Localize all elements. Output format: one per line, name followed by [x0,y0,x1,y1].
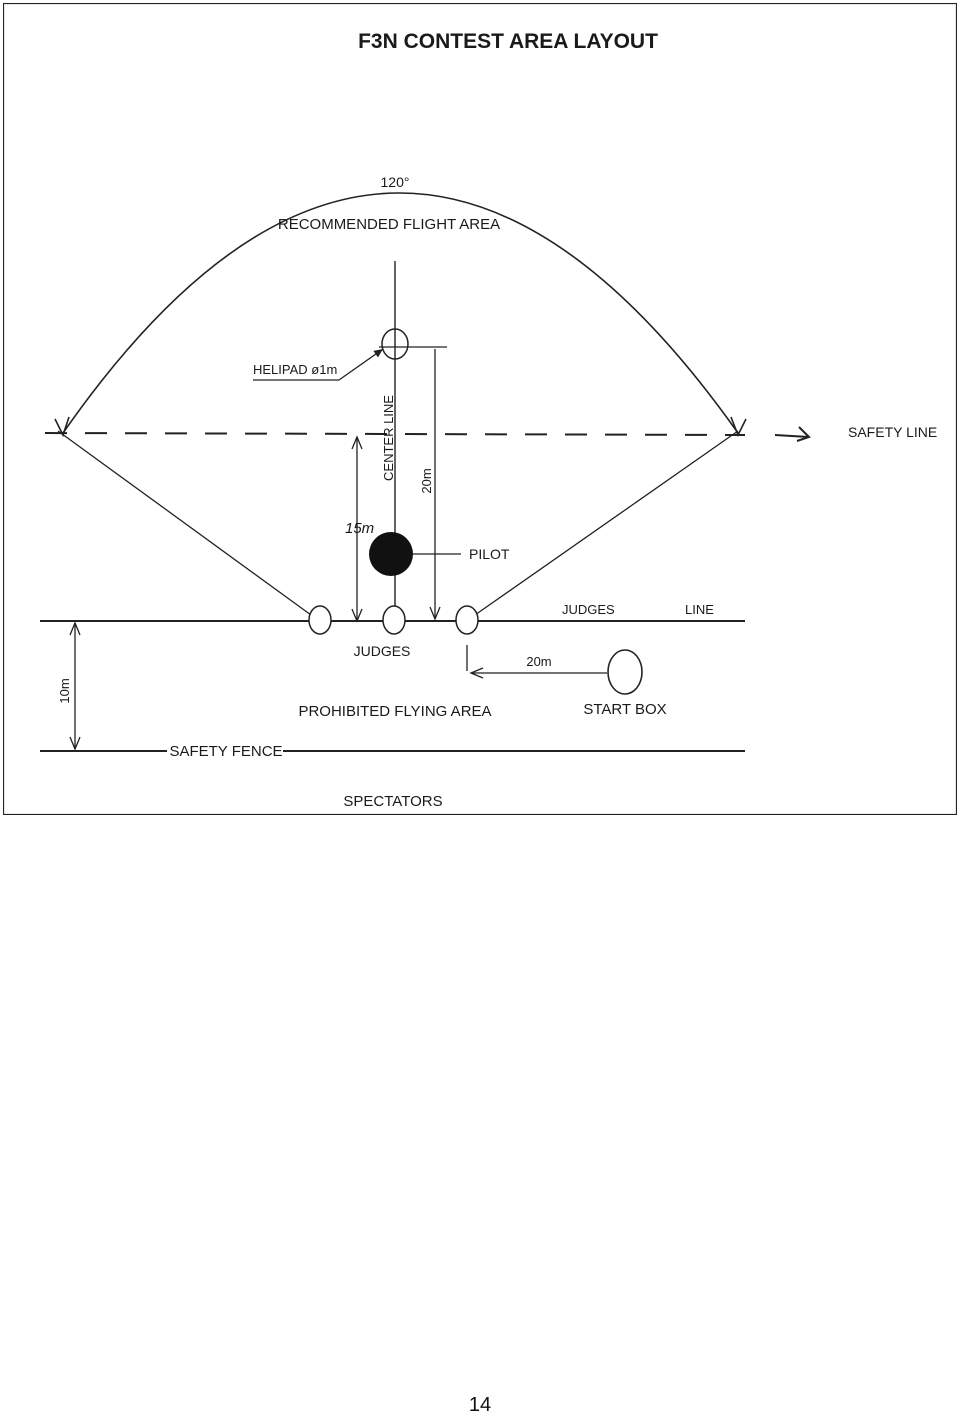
contest-area-diagram: F3N CONTEST AREA LAYOUT 120° RECOMMENDED… [2,2,958,816]
dim-15m-label: 15m [345,520,374,537]
spectators-label: SPECTATORS [343,793,442,810]
helipad-label: HELIPAD ø1m [253,362,337,377]
safety-fence-label: SAFETY FENCE [169,743,282,760]
flight-area-label: RECOMMENDED FLIGHT AREA [278,216,500,233]
dim-20m-arrow-bottom [429,606,441,621]
dim-start-box-arrow [469,667,484,679]
flight-area-arc [62,192,739,434]
safety-line-label: SAFETY LINE [848,424,937,440]
safety-line-arrow [774,426,811,442]
dim-10m-arrow-bottom [69,736,81,751]
center-line-label: CENTER LINE [381,395,396,481]
helipad-circle [381,328,409,360]
judges-line-label-a: JUDGES [562,602,615,617]
judges-line-label-b: LINE [685,602,714,617]
dim-10m-arrow-top [69,621,81,636]
left-boundary-line [57,430,312,616]
angle-label: 120° [381,174,410,190]
dim-10m-label: 10m [57,678,72,703]
start-box-circle [607,649,643,695]
helipad-leader [253,348,384,381]
judge-position-left [308,605,332,635]
judges-label: JUDGES [354,643,411,659]
right-boundary-line [474,430,739,616]
pilot-label: PILOT [469,546,510,562]
prohibited-area-label: PROHIBITED FLYING AREA [298,703,491,720]
pilot-marker [369,532,413,576]
frame-border [2,2,958,816]
dim-15m-arrow-top [351,435,363,450]
diagram-title-text: F3N CONTEST AREA LAYOUT [358,30,658,53]
judge-position-center [382,605,406,635]
diagram-frame: F3N CONTEST AREA LAYOUT 120° RECOMMENDED… [2,2,958,816]
page-number: 14 [468,1394,492,1416]
judge-position-right [455,605,479,635]
start-box-label: START BOX [583,701,666,718]
dim-20m-label: 20m [419,468,434,493]
dim-start-box-label: 20m [526,654,551,669]
